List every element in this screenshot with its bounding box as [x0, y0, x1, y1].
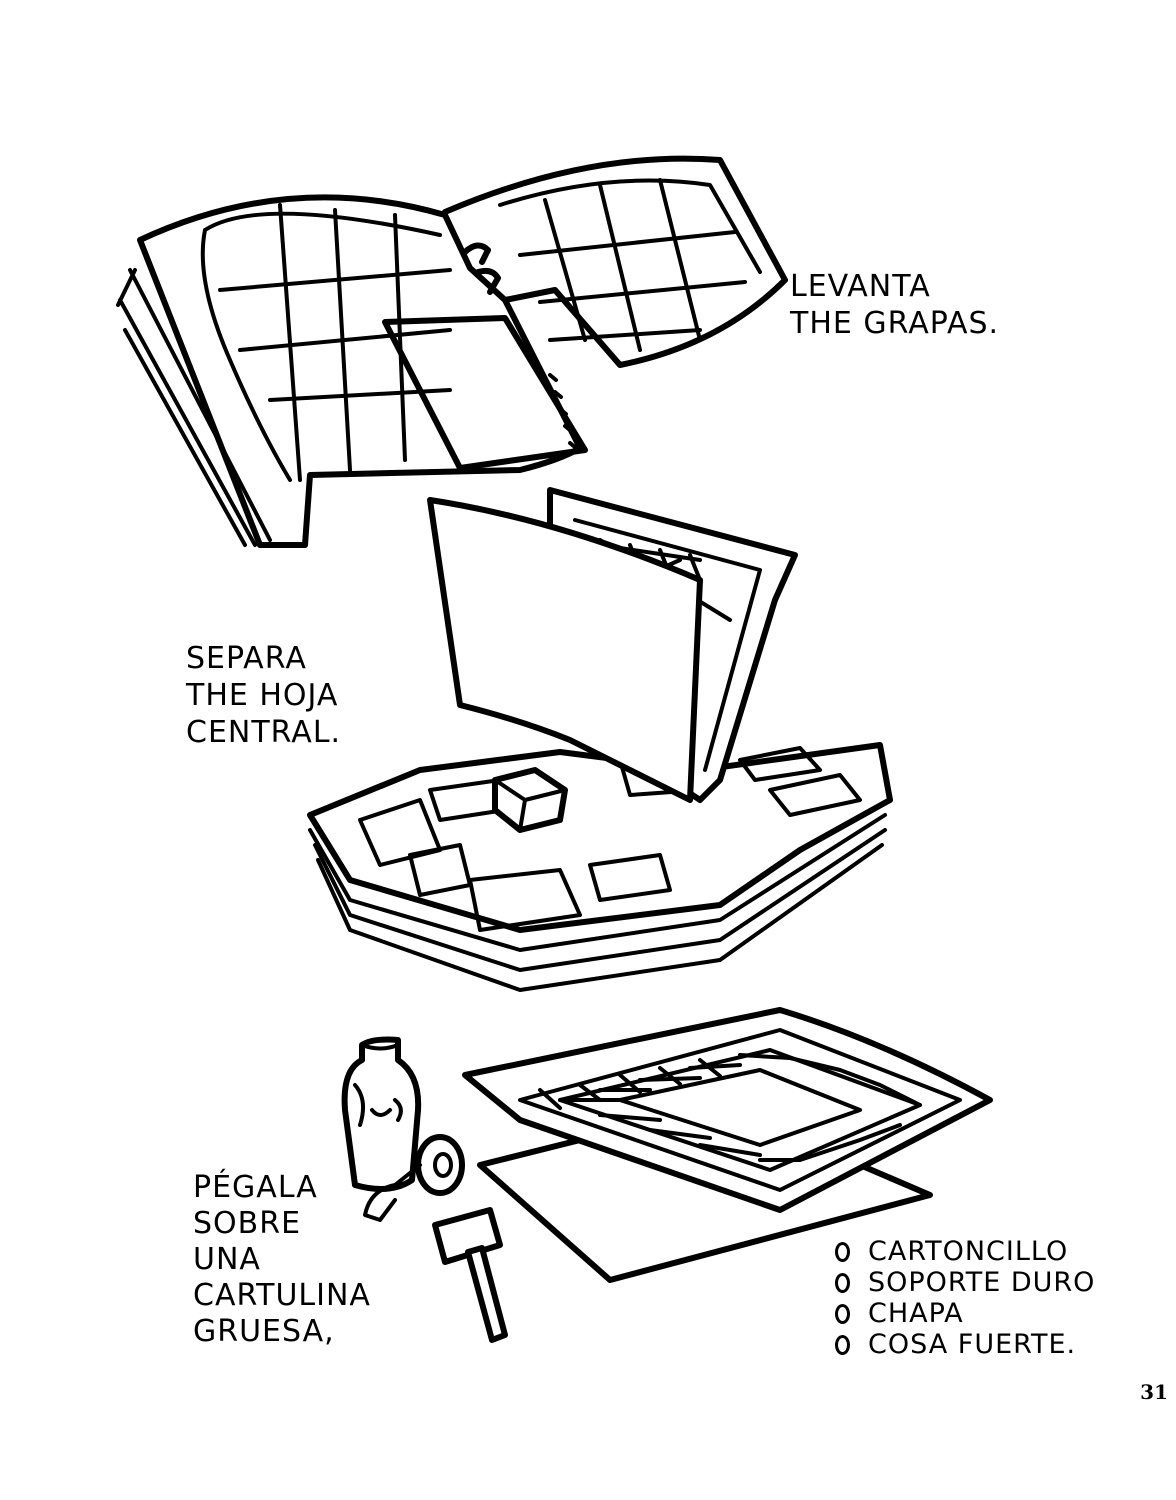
instruction-line: SOBRE: [193, 1206, 302, 1241]
material-option-label: COSA FUERTE.: [868, 1329, 1077, 1360]
material-option-label: SOPORTE DURO: [868, 1267, 1096, 1298]
instruction-line: SEPARA: [186, 641, 307, 676]
page-number: 31: [1140, 1380, 1168, 1404]
material-options-list: CARTONCILLO SOPORTE DURO CHAPA COSA FUER…: [835, 1236, 1095, 1360]
instruction-line: THE GRAPAS.: [790, 306, 1000, 341]
circle-bullet-icon: [835, 1334, 850, 1355]
separate-sheet-drawing: [307, 487, 893, 992]
material-option-label: CARTONCILLO: [868, 1236, 1069, 1267]
instruction-line: UNA: [193, 1242, 261, 1277]
instruction-line: CARTULINA: [193, 1278, 371, 1313]
instruction-separate-sheet: SEPARA THE HOJA CENTRAL.: [186, 640, 341, 751]
circle-bullet-icon: [835, 1241, 850, 1262]
instruction-line: LEVANTA: [790, 269, 931, 304]
open-booklet-drawing: [116, 155, 788, 548]
material-option: CHAPA: [835, 1298, 1095, 1329]
instruction-line: PÉGALA: [193, 1170, 318, 1205]
material-option: CARTONCILLO: [835, 1236, 1095, 1267]
circle-bullet-icon: [835, 1303, 850, 1324]
glue-board-drawing: [341, 1007, 993, 1343]
instruction-line: THE HOJA: [186, 678, 339, 713]
material-option: COSA FUERTE.: [835, 1329, 1095, 1360]
instruction-line: CENTRAL.: [186, 715, 342, 750]
instruction-lift-staples: LEVANTA THE GRAPAS.: [790, 268, 999, 342]
instruction-glue-board: PÉGALA SOBRE UNA CARTULINA GRUESA,: [193, 1170, 371, 1350]
material-option-label: CHAPA: [868, 1298, 964, 1329]
material-option: SOPORTE DURO: [835, 1267, 1095, 1298]
circle-bullet-icon: [835, 1272, 850, 1293]
instruction-line: GRUESA,: [193, 1314, 335, 1349]
